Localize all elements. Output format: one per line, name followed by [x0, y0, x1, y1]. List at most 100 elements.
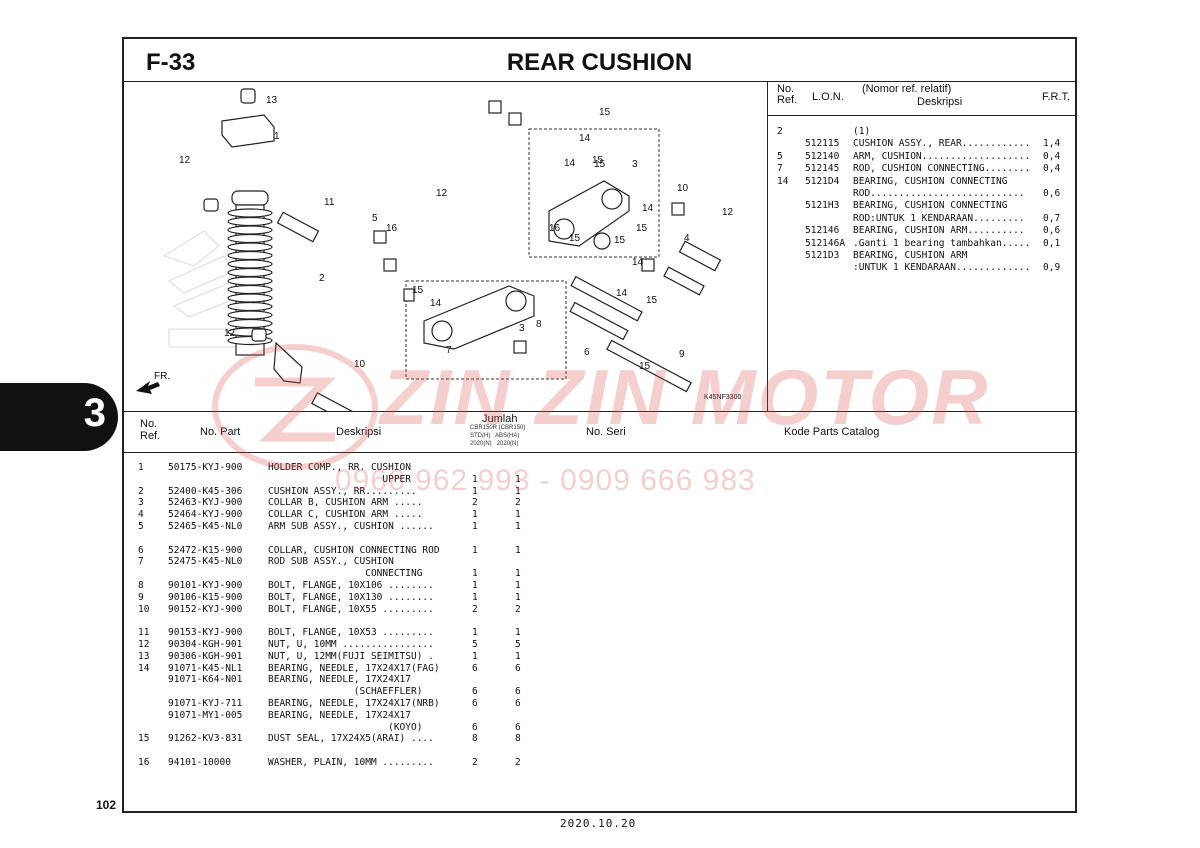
parts-cell-desc: COLLAR C, CUSHION ARM ..... [268, 509, 423, 521]
parts-cell-ref: 11 [138, 627, 150, 639]
lon-cell-desc: ROD:UNTUK 1 KENDARAAN......... [853, 212, 1025, 224]
table-row: 8 90101-KYJ-900 BOLT, FLANGE, 10X106 .....… [138, 580, 1065, 592]
callout-label: 14 [579, 133, 591, 144]
lon-cell-ref: 5 [777, 150, 783, 162]
parts-cell-q1: 1 [472, 520, 478, 532]
lon-cell-frt: 0,1 [1043, 237, 1061, 249]
lon-cell-desc: BEARING, CUSHION ARM.......... [853, 225, 1025, 237]
parts-cell-q1: 6 [472, 697, 478, 709]
parts-cell-desc: (SCHAEFFLER) [268, 686, 423, 698]
lon-cell-desc: BEARING, CUSHION CONNECTING [853, 175, 1008, 187]
title-bar: F-33 REAR CUSHION [124, 39, 1075, 82]
parts-cell-desc: HOLDER COMP., RR. CUSHION [268, 462, 411, 473]
parts-cell-desc: ARM SUB ASSY., CUSHION ...... [268, 520, 434, 532]
spring-coil [227, 225, 273, 235]
lon-cell-desc: ROD, CUSHION CONNECTING........ [853, 163, 1031, 175]
callout-label: 12 [722, 207, 734, 218]
parts-cell-desc: CUSHION ASSY., RR......... [268, 485, 417, 497]
parts-header-desc: Deskripsi [336, 426, 382, 438]
lon-cell-frt: 1,4 [1043, 138, 1061, 150]
callout-label: 8 [536, 319, 542, 330]
parts-cell-ref: 3 [138, 497, 144, 509]
parts-cell-q1: 1 [472, 544, 478, 556]
parts-cell-part: 91071-KYJ-711 [168, 697, 243, 709]
callout-label: 15 [592, 155, 604, 166]
spring-coil [227, 276, 273, 286]
long-bolts [569, 275, 692, 393]
lon-row: 2(1) [777, 126, 1067, 138]
lon-header-note: (Nomor ref. relatif) [862, 83, 952, 95]
lon-cell-desc: ROD........................... [853, 187, 1025, 199]
parts-cell-ref: 1 [138, 462, 144, 473]
parts-cell-q1: 6 [472, 662, 478, 674]
parts-cell-desc: BOLT, FLANGE, 10X55 ......... [268, 603, 434, 615]
front-arrow-icon: FR. [136, 371, 170, 394]
parts-cell-q1: 1 [472, 509, 478, 521]
parts-cell-ref: 4 [138, 509, 144, 521]
parts-cell-ref: 15 [138, 733, 150, 745]
parts-cell-ref: 8 [138, 579, 144, 591]
callout-label: 14 [564, 158, 576, 169]
parts-header-serial: No. Seri [586, 426, 626, 438]
spring-coil [227, 301, 273, 312]
lon-row: 512146A.Ganti 1 bearing tambahkan.....0,… [777, 238, 1067, 250]
callout-label: 2 [319, 273, 325, 284]
spring-coil [227, 242, 273, 252]
lon-cell-lon: 512145 [805, 163, 840, 175]
callout-label: 9 [679, 349, 685, 360]
parts-cell-q1: 6 [472, 686, 478, 698]
parts-cell-q1: 1 [472, 591, 478, 603]
parts-cell-desc: UPPER [268, 473, 411, 485]
figure-number: F-33 [146, 49, 196, 76]
section-tab: 3 [0, 383, 118, 451]
lon-cell-frt: 0,4 [1043, 150, 1061, 162]
catalog-page-frame: F-33 REAR CUSHION [122, 37, 1077, 813]
parts-cell-part: 90304-KGH-901 [168, 638, 243, 650]
callout-label: 15 [599, 107, 611, 118]
parts-cell-q2: 2 [515, 497, 521, 509]
spring-coil [227, 318, 273, 329]
lon-cell-ref: 7 [777, 163, 783, 175]
callout-label: 15 [639, 361, 651, 372]
parts-header-variant: STD(H) ABS(HA) [470, 433, 520, 439]
parts-cell-part: 52465-K45-NL0 [168, 520, 243, 532]
parts-cell-ref: 13 [138, 650, 150, 662]
lon-cell-lon: 512115 [805, 138, 840, 150]
parts-cell-desc: (KOYO) [268, 721, 423, 733]
section-tab-number: 3 [83, 391, 106, 435]
lon-header: No. Ref. L.O.N. (Nomor ref. relatif) Des… [767, 81, 1075, 116]
callout-label: 10 [354, 359, 366, 370]
parts-cell-part: 90101-KYJ-900 [168, 579, 243, 591]
parts-cell-part: 90153-KYJ-900 [168, 627, 243, 639]
parts-cell-q2: 5 [515, 638, 521, 650]
parts-cell-q1: 1 [472, 579, 478, 591]
callout-label: 15 [594, 159, 606, 170]
parts-header-ref: No. Ref. [140, 418, 161, 442]
parts-cell-desc: NUT, U, 10MM ................ [268, 638, 434, 650]
callout-label: 14 [642, 203, 654, 214]
lon-cell-frt: 0,6 [1043, 225, 1061, 237]
lon-row: ROD...........................0,6 [777, 188, 1067, 200]
page-number: 102 [96, 798, 117, 812]
callout-label: 10 [677, 183, 689, 194]
table-row [138, 615, 1065, 627]
parts-cell-desc: BOLT, FLANGE, 10X106 ........ [268, 579, 434, 591]
lon-cell-desc: ARM, CUSHION................... [853, 150, 1031, 162]
parts-cell-part: 52400-K45-306 [168, 485, 243, 497]
lon-cell-desc: (1) [853, 126, 871, 137]
